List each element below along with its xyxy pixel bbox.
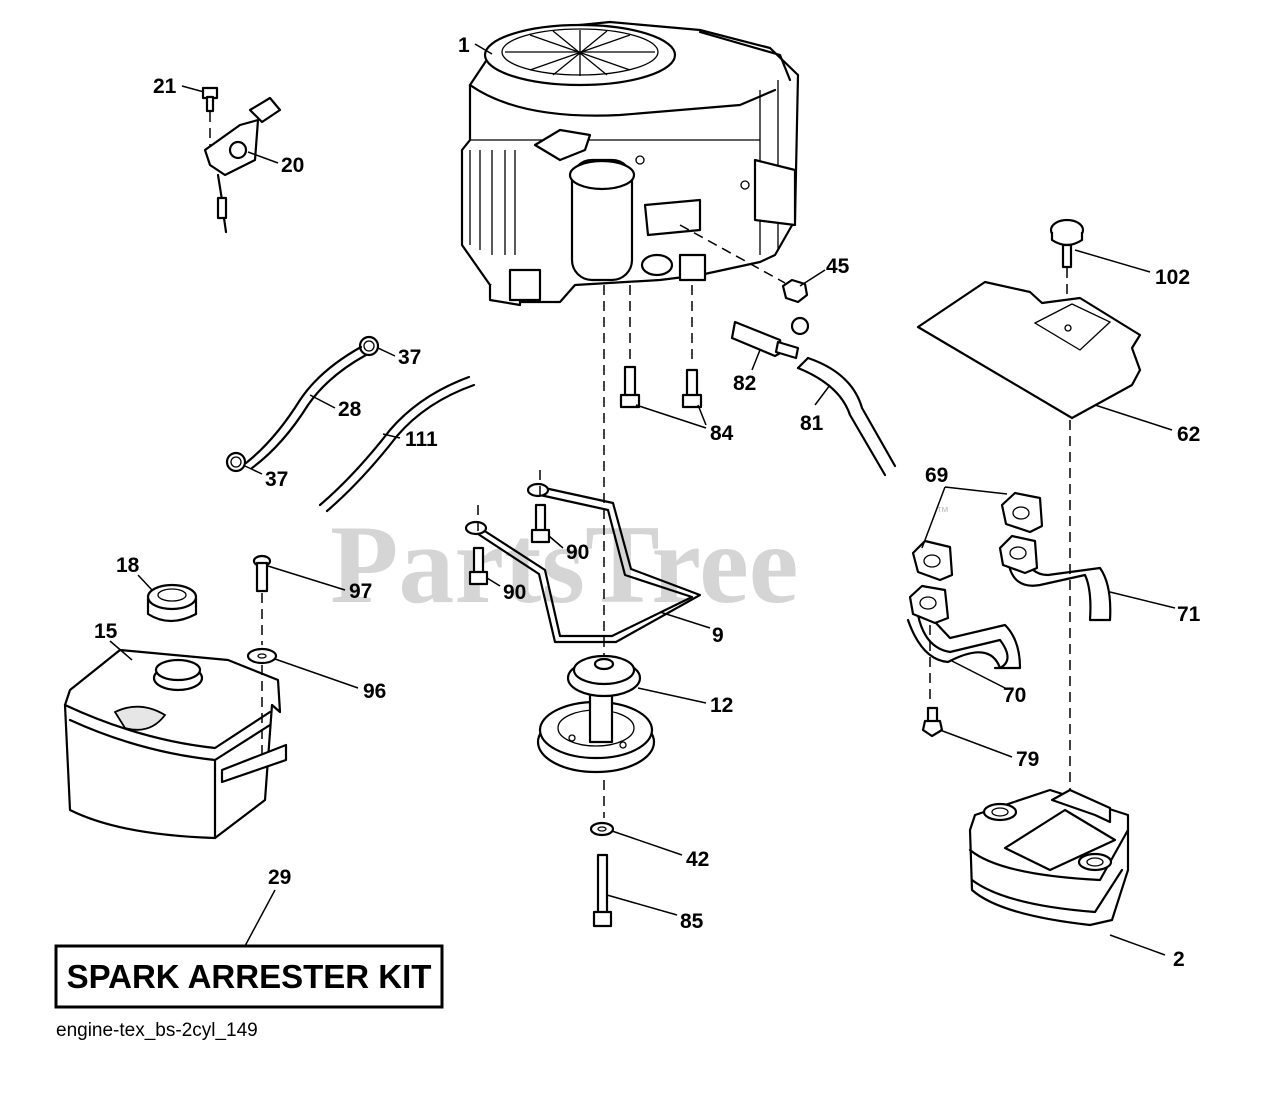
- callout-2: 2: [1173, 948, 1185, 971]
- washer-42[interactable]: [589, 821, 615, 837]
- heat-shield-62[interactable]: [916, 280, 1142, 420]
- callout-21: 21: [153, 75, 177, 98]
- callout-18: 18: [116, 554, 140, 577]
- bracket-rod-9[interactable]: [464, 482, 702, 644]
- callout-70: 70: [1003, 684, 1026, 707]
- callout-96: 96: [363, 680, 386, 703]
- spark-arrester-kit-label: SPARK ARRESTER KIT: [67, 958, 432, 995]
- fuel-tank-15[interactable]: [63, 648, 288, 840]
- bolts-84[interactable]: [619, 365, 703, 409]
- callout-69: 69: [925, 464, 948, 487]
- throttle-bracket-20[interactable]: [203, 96, 282, 234]
- exhaust-pipe-70[interactable]: [906, 584, 1022, 670]
- callout-12: 12: [710, 694, 733, 717]
- callout-97: 97: [349, 580, 372, 603]
- callout-82: 82: [733, 372, 756, 395]
- watermark-trademark: ™: [936, 504, 949, 519]
- exhaust-pipe-71[interactable]: [998, 534, 1112, 622]
- callout-79: 79: [1016, 748, 1039, 771]
- fuel-cap-18[interactable]: [146, 583, 198, 623]
- screw-97[interactable]: [252, 554, 272, 593]
- pulley-12[interactable]: [536, 654, 656, 774]
- fuel-line-111[interactable]: [318, 375, 476, 513]
- callout-85: 85: [680, 910, 704, 933]
- diagram-code: engine-tex_bs-2cyl_149: [56, 1020, 258, 1041]
- callout-37-top: 37: [398, 346, 421, 369]
- callout-102: 102: [1155, 266, 1190, 289]
- callout-84: 84: [710, 422, 734, 445]
- callout-28: 28: [338, 398, 362, 421]
- knob-102[interactable]: [1049, 218, 1085, 269]
- callout-62: 62: [1177, 423, 1200, 446]
- callout-42: 42: [686, 848, 709, 871]
- callout-20: 20: [281, 154, 304, 177]
- clamp-37-bottom[interactable]: [225, 451, 247, 473]
- callout-71: 71: [1177, 603, 1201, 626]
- spark-arrester-kit-box[interactable]: [54, 944, 444, 1009]
- clamp-37-top[interactable]: [358, 335, 380, 357]
- fuel-hose-81[interactable]: [796, 356, 897, 477]
- fuel-fitting-82[interactable]: [730, 316, 810, 360]
- washer-96[interactable]: [246, 647, 278, 665]
- callout-45: 45: [826, 255, 850, 278]
- bolt-85[interactable]: [592, 853, 613, 928]
- muffler-2[interactable]: [968, 788, 1130, 927]
- callout-90-left: 90: [503, 581, 526, 604]
- callout-29: 29: [268, 866, 291, 889]
- fuel-line-28[interactable]: [244, 345, 368, 470]
- callout-9: 9: [712, 624, 724, 647]
- engine[interactable]: [460, 20, 800, 307]
- callout-15: 15: [94, 620, 118, 643]
- bolt-79[interactable]: [921, 706, 944, 738]
- gaskets-69[interactable]: [911, 491, 1044, 582]
- watermark: PartsTree: [330, 503, 799, 627]
- callout-37-bottom: 37: [265, 468, 288, 491]
- callout-90-right: 90: [566, 541, 589, 564]
- screw-21[interactable]: [201, 86, 219, 113]
- callout-1: 1: [458, 34, 470, 57]
- callout-111: 111: [405, 428, 438, 451]
- callout-81: 81: [800, 412, 824, 435]
